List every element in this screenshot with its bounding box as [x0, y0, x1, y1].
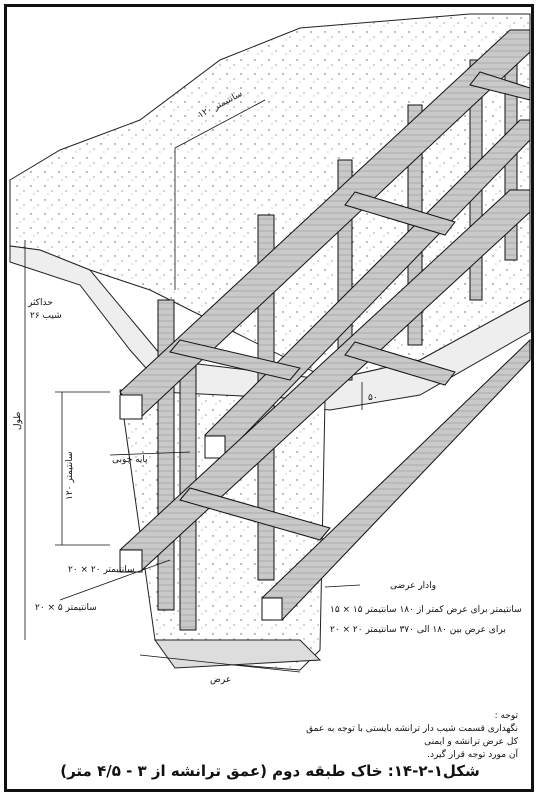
vertical-dim-label: ۱۲۰ سانتیمتر: [65, 452, 75, 500]
lower-wales: [119, 189, 531, 621]
max-slope-label: حداکثر: [27, 298, 53, 308]
note-line-1: نگهداری قسمت شیب دار ترانشه بایستی با تو…: [306, 724, 518, 747]
width-label: عرض: [210, 675, 231, 685]
dimension-lines: [24, 99, 363, 673]
cross-struts: [169, 71, 531, 541]
post-label: پایه چوبی: [112, 455, 148, 465]
figure-caption: شکل۱-۲-۱۴: خاک طبقه دوم (عمق ترانشه از ۳…: [60, 762, 480, 780]
strut-label: وادار عرضی: [390, 581, 436, 591]
right-dim-label: ۵۰: [368, 393, 378, 403]
note-block: توجه : نگهداری قسمت شیب دار ترانشه بایست…: [298, 710, 518, 762]
note-line-2: آن مورد توجه قرار گیرد.: [427, 750, 518, 760]
height-left-label: طول: [13, 412, 23, 430]
beam-small-label: ۲۰ × ۲۰ سانتیمتر: [68, 565, 135, 575]
note-title: توجه :: [494, 711, 518, 721]
slope-value-label: شیب ۲۶: [30, 311, 62, 321]
strut-spec1-label: ۱۵ × ۱۵ سانتیمتر برای عرض کمتر از ۱۸۰ سا…: [330, 605, 522, 615]
strut-spec2-label: ۲۰ × ۲۰ برای عرض بین ۱۸۰ الی ۳۷۰ سانتیمت…: [330, 625, 506, 635]
plank-label: ۲۰ × ۵ سانتیمتر: [35, 603, 97, 613]
